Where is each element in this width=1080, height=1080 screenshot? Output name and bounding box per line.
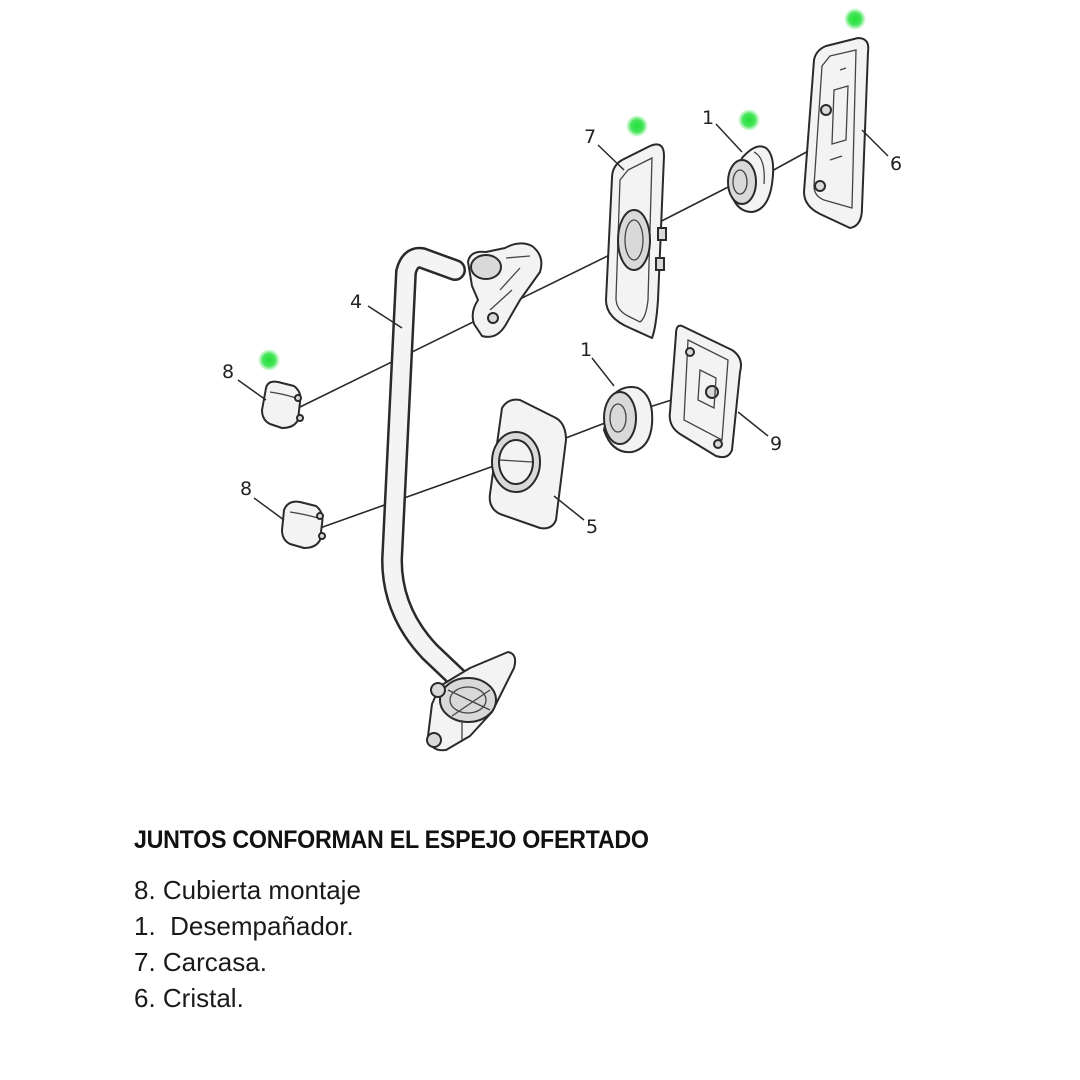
callout-4: 4 <box>350 291 362 313</box>
callout-8-top: 8 <box>222 361 234 383</box>
highlight-marker-glass <box>844 8 866 30</box>
callout-6: 6 <box>890 153 902 175</box>
mounting-cover-bottom <box>281 500 326 549</box>
legend-title: JUNTOS CONFORMAN EL ESPEJO OFERTADO <box>134 826 649 854</box>
callout-labels: 7 1 6 4 8 1 9 8 5 <box>222 107 902 538</box>
parts-legend: JUNTOS CONFORMAN EL ESPEJO OFERTADO 8. C… <box>134 822 934 1016</box>
highlight-marker-cover <box>258 349 280 371</box>
defogger-top <box>727 145 775 213</box>
leader-lines <box>237 123 889 521</box>
mounting-arm <box>381 242 543 752</box>
callout-5: 5 <box>586 516 598 538</box>
mirror-exploded-diagram: 7 1 6 4 8 1 9 8 5 <box>222 8 902 752</box>
legend-item: 6. Cristal. <box>134 983 244 1013</box>
callout-1-bottom: 1 <box>580 339 592 361</box>
mirror-glass <box>803 37 870 229</box>
lower-glass-backplate <box>668 324 742 459</box>
callout-1-top: 1 <box>702 107 714 129</box>
callout-7: 7 <box>584 126 596 148</box>
highlight-marker-defogger <box>738 109 760 131</box>
highlight-marker-housing <box>626 115 648 137</box>
legend-item: 8. Cubierta montaje <box>134 875 361 905</box>
callout-8-bottom: 8 <box>240 478 252 500</box>
lower-mirror-housing <box>488 398 567 530</box>
legend-item: 7. Carcasa. <box>134 947 267 977</box>
callout-9: 9 <box>770 433 782 455</box>
highlight-markers <box>258 8 866 371</box>
defogger-bottom <box>603 386 654 454</box>
legend-item: 1. Desempañador. <box>134 911 354 941</box>
mounting-cover-top <box>261 380 304 429</box>
mirror-housing <box>605 143 667 339</box>
